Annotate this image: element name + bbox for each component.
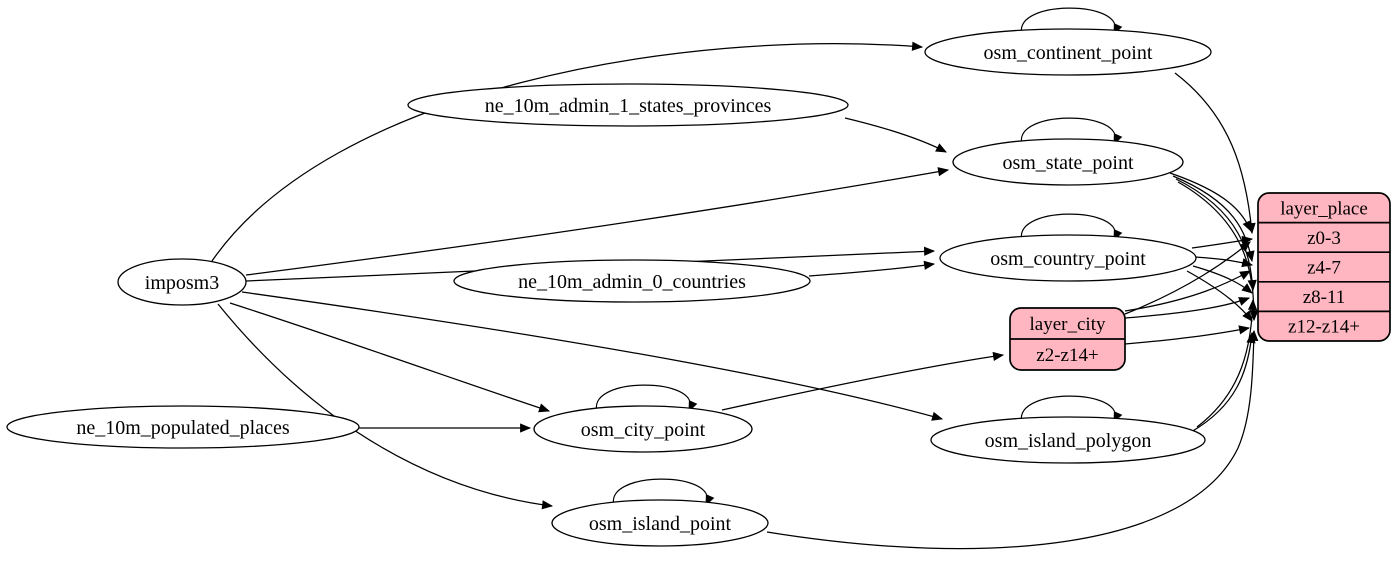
node-shape-ne_10m_admin_0_countries — [453, 259, 811, 303]
node-osm_state_point: osm_state_point — [952, 138, 1184, 186]
node-imposm3: imposm3 — [117, 258, 247, 306]
edge-layer_city-to-layer_place-z12-z14+ — [1124, 325, 1251, 345]
node-shape-ne_10m_populated_places — [6, 405, 360, 449]
node-ne_10m_admin_1_states_provinces: ne_10m_admin_1_states_provinces — [407, 83, 849, 127]
node-label-osm_continent_point: osm_continent_point — [984, 42, 1153, 64]
edge-osm_state_point-to-layer_place-z8-11 — [1175, 178, 1257, 292]
node-osm_country_point: osm_country_point — [939, 234, 1197, 282]
edge-ne_10m_admin_0_countries-to-osm_country_point — [808, 260, 936, 277]
node-shape-ne_10m_admin_1_states_provinces — [407, 83, 849, 127]
nodes-layer: imposm3 ne_10m_admin_1_states_provincesne… — [6, 28, 1391, 547]
edge-ne_10m_admin_1_states_provinces-to-osm_state_point — [844, 117, 947, 153]
record-layer_place: layer_place z0-3 z4-7 z8-11 z12-z14+ — [1257, 192, 1391, 342]
node-shape-osm_island_polygon — [930, 416, 1206, 464]
node-osm_island_polygon: osm_island_polygon — [930, 416, 1206, 464]
node-label-osm_island_polygon: osm_island_polygon — [985, 430, 1152, 452]
node-label-imposm3: imposm3 — [145, 272, 219, 294]
edge-osm_country_point-to-layer_place-z4-7 — [1194, 256, 1254, 268]
node-label-ne_10m_admin_1_states_provinces: ne_10m_admin_1_states_provinces — [485, 95, 772, 117]
self-loop-osm_state_point — [1020, 117, 1123, 148]
edge-imposm3-to-osm_island_polygon — [241, 291, 944, 421]
record-shape-layer_place — [1257, 192, 1391, 342]
edge-imposm3-to-osm_island_point — [217, 303, 554, 510]
edge-osm_state_point-to-layer_place-z0-3 — [1169, 172, 1252, 232]
self-loop-osm_country_point — [1020, 213, 1123, 244]
node-label-ne_10m_populated_places: ne_10m_populated_places — [76, 417, 289, 439]
edge-imposm3-to-osm_city_point — [229, 302, 551, 413]
record-row-layer_place-z4-7: z4-7 — [1307, 258, 1341, 279]
edge-layer_city-to-layer_place-z8-11 — [1124, 297, 1251, 319]
node-shape-osm_continent_point — [924, 28, 1212, 76]
record-row-layer_place-z12-z14+: z12-z14+ — [1288, 317, 1360, 338]
record-row-layer_place-layer_place: layer_place — [1280, 198, 1368, 219]
edge-osm_island_point-to-layer_place-z12-z14+ — [766, 329, 1259, 550]
edge-osm_continent_point-to-layer_place-z0-3 — [1174, 72, 1256, 235]
node-shape-osm_island_point — [551, 499, 769, 547]
edge-imposm3-to-osm_state_point — [245, 167, 950, 276]
record-row-layer_city-z2-z14+: z2-z14+ — [1036, 345, 1098, 366]
record-layer_city: layer_city z2-z14+ — [1009, 307, 1126, 371]
node-label-osm_island_point: osm_island_point — [589, 513, 732, 535]
node-label-osm_city_point: osm_city_point — [581, 419, 706, 441]
edge-imposm3-to-osm_continent_point — [211, 41, 924, 262]
self-loop-osm_continent_point — [1020, 7, 1123, 38]
node-label-ne_10m_admin_0_countries: ne_10m_admin_0_countries — [518, 271, 746, 293]
node-shape-osm_country_point — [939, 234, 1197, 282]
self-loop-osm_city_point — [595, 384, 698, 415]
node-osm_city_point: osm_city_point — [533, 405, 753, 453]
record-row-layer_city-layer_city: layer_city — [1030, 314, 1106, 335]
node-label-osm_state_point: osm_state_point — [1002, 152, 1134, 174]
self-loop-osm_island_polygon — [1020, 395, 1123, 426]
node-ne_10m_populated_places: ne_10m_populated_places — [6, 405, 360, 449]
node-shape-osm_state_point — [952, 138, 1184, 186]
record-row-layer_place-z0-3: z0-3 — [1307, 228, 1341, 249]
node-osm_continent_point: osm_continent_point — [924, 28, 1212, 76]
edge-layer_city-to-layer_place-z0-3 — [1124, 241, 1251, 315]
node-label-osm_country_point: osm_country_point — [990, 248, 1146, 270]
edge-osm_island_polygon-to-layer_place-z8-11 — [1196, 298, 1258, 428]
node-ne_10m_admin_0_countries: ne_10m_admin_0_countries — [453, 259, 811, 303]
self-loop-osm_island_point — [612, 478, 715, 509]
edges-layer — [211, 7, 1259, 550]
edge-layer_city-to-layer_place-z4-7 — [1124, 270, 1251, 312]
node-shape-imposm3 — [117, 258, 247, 306]
record-row-layer_place-z8-11: z8-11 — [1303, 287, 1346, 308]
edge-osm_country_point-to-layer_place-z12-z14+ — [1186, 270, 1253, 322]
node-osm_island_point: osm_island_point — [551, 499, 769, 547]
edge-osm_city_point-to-layer_city-z2-z14+ — [721, 351, 1005, 411]
node-shape-osm_city_point — [533, 405, 753, 453]
edge-osm_island_polygon-to-layer_place-z12-z14+ — [1190, 331, 1256, 433]
edge-osm_country_point-to-layer_place-z0-3 — [1191, 235, 1254, 249]
